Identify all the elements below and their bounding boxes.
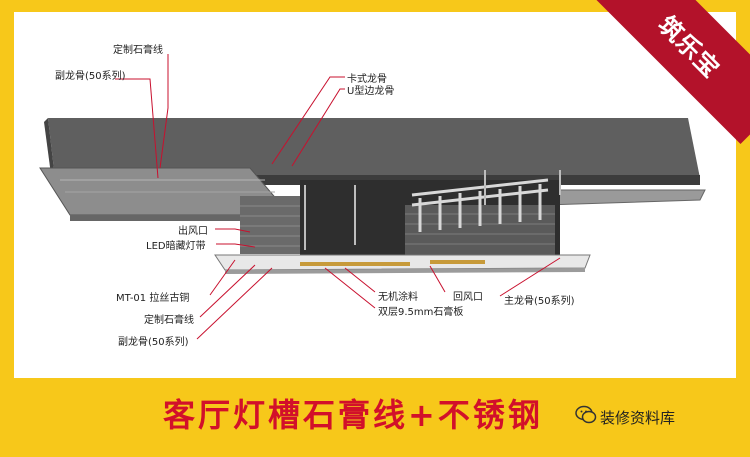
right-ceiling-board bbox=[544, 189, 706, 206]
ceiling-section-diagram bbox=[39, 54, 706, 340]
steel-keel-frame bbox=[411, 178, 549, 232]
label-clip-keel: 卡式龙骨 bbox=[347, 74, 387, 85]
return-air-grille bbox=[430, 260, 485, 264]
label-inorganic-paint: 无机涂料 bbox=[378, 292, 418, 303]
label-mt01-steel: MT-01 拉丝古铜 bbox=[116, 293, 190, 304]
wechat-icon bbox=[575, 405, 597, 424]
label-return-air: 回风口 bbox=[453, 292, 483, 303]
concrete-slab-edge bbox=[44, 118, 55, 182]
caption-title: 客厅灯槽石膏线+不锈钢 bbox=[163, 396, 543, 434]
label-custom-gypsum-line-bottom: 定制石膏线 bbox=[144, 315, 194, 326]
leader-lines bbox=[115, 54, 561, 340]
lower-ceiling-edge bbox=[225, 268, 585, 274]
label-u-edge-keel: U型边龙骨 bbox=[347, 86, 395, 97]
label-sub-keel-top: 副龙骨(50系列) bbox=[55, 71, 126, 82]
label-main-keel: 主龙骨(50系列) bbox=[504, 296, 575, 307]
label-air-outlet: 出风口 bbox=[178, 226, 208, 237]
label-led-strip: LED暗藏灯带 bbox=[146, 241, 206, 252]
trough-left-wall bbox=[240, 196, 300, 254]
hanger-rods bbox=[304, 170, 561, 250]
label-sub-keel-bottom: 副龙骨(50系列) bbox=[118, 337, 189, 348]
concrete-slab-top bbox=[48, 118, 700, 178]
bronze-strip bbox=[300, 262, 410, 266]
label-double-gypsum: 双层9.5mm石膏板 bbox=[378, 307, 464, 318]
source-name: 装修资料库 bbox=[600, 409, 676, 427]
left-board-edge bbox=[70, 215, 290, 221]
label-custom-gypsum-line-top: 定制石膏线 bbox=[113, 45, 163, 56]
